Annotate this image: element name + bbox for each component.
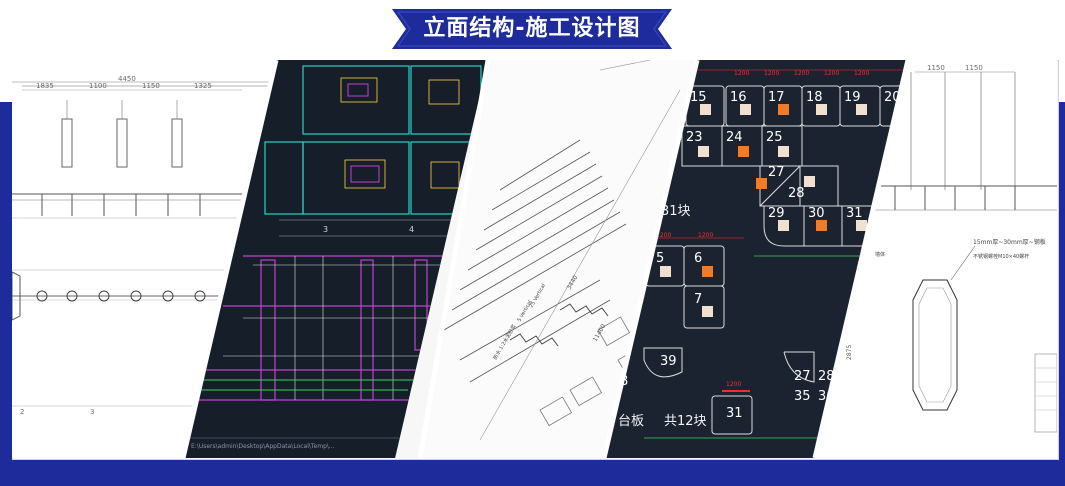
tile-30: 30 xyxy=(808,206,825,221)
tile-28-bottom: 28 xyxy=(818,369,835,384)
tile-27-bottom: 27 xyxy=(794,369,811,384)
anchor-bolt-note: 不锈钢螺栓M10×40螺杆 xyxy=(973,253,1029,260)
dim-2875: 2875 xyxy=(846,345,853,360)
dim-1200-c: 1200 xyxy=(794,70,809,77)
tile-6: 6 xyxy=(694,251,702,266)
dim-1200-g: 1200 xyxy=(698,232,713,239)
tile-27: 27 xyxy=(768,165,785,180)
tile-31-bottom: 31 xyxy=(726,406,743,421)
grid-label-3: 3 xyxy=(90,408,94,416)
tile-23: 23 xyxy=(686,130,703,145)
tile-35: 35 xyxy=(794,389,811,404)
tile-16: 16 xyxy=(730,90,747,105)
page-title: 立面结构-施工设计图 xyxy=(423,16,641,41)
file-path-text: E:\Users\admin\Desktop\AppData\Local\Tem… xyxy=(191,443,335,450)
dim-1200-b: 1200 xyxy=(764,70,779,77)
tile-19: 19 xyxy=(844,90,861,105)
dim-1200-d: 1200 xyxy=(824,70,839,77)
dim-1150-b: 1150 xyxy=(965,64,983,72)
dim-1200-e: 1200 xyxy=(854,70,869,77)
countertop-label: 台板 xyxy=(618,414,644,429)
total-12-label: 共12块 xyxy=(664,414,707,429)
tile-31: 31 xyxy=(846,206,863,221)
elevation-drawing-svg: 4450 1835 1100 1150 1325 xyxy=(12,75,312,416)
tile-25: 25 xyxy=(766,130,783,145)
dim-1100: 1100 xyxy=(89,82,107,90)
dim-4450: 4450 xyxy=(118,75,136,83)
tile-24: 24 xyxy=(726,130,743,145)
dim-1150-a: 1150 xyxy=(927,64,945,72)
tile-28: 28 xyxy=(788,186,805,201)
tile-layout-svg: 1200 1200 1200 1200 1200 xyxy=(604,60,909,458)
dim-1835: 1835 xyxy=(36,82,54,90)
steel-plate-note: 15mm厚~30mm厚~钢板 xyxy=(973,238,1046,246)
dim-1200-f: 1200 xyxy=(656,232,671,239)
tile-5: 5 xyxy=(656,251,664,266)
dim-1150: 1150 xyxy=(142,82,160,90)
tile-29: 29 xyxy=(768,206,785,221)
grid-label-4: 4 xyxy=(409,225,414,234)
tile-39: 39 xyxy=(660,354,677,369)
dim-1325: 1325 xyxy=(194,82,212,90)
tile-15: 15 xyxy=(690,90,707,105)
tile-7: 7 xyxy=(694,292,702,307)
tile-17: 17 xyxy=(768,90,785,105)
grid-label-2: 2 xyxy=(20,408,24,416)
dim-1200-h: 1200 xyxy=(726,381,741,388)
wall-label: 墙体 xyxy=(875,251,885,258)
grid-label-3b: 3 xyxy=(323,225,328,234)
dim-1200-a: 1200 xyxy=(734,70,749,77)
banner-shape-icon xyxy=(392,9,672,49)
tile-18: 18 xyxy=(806,90,823,105)
title-banner: 立面结构-施工设计图 xyxy=(392,9,672,49)
